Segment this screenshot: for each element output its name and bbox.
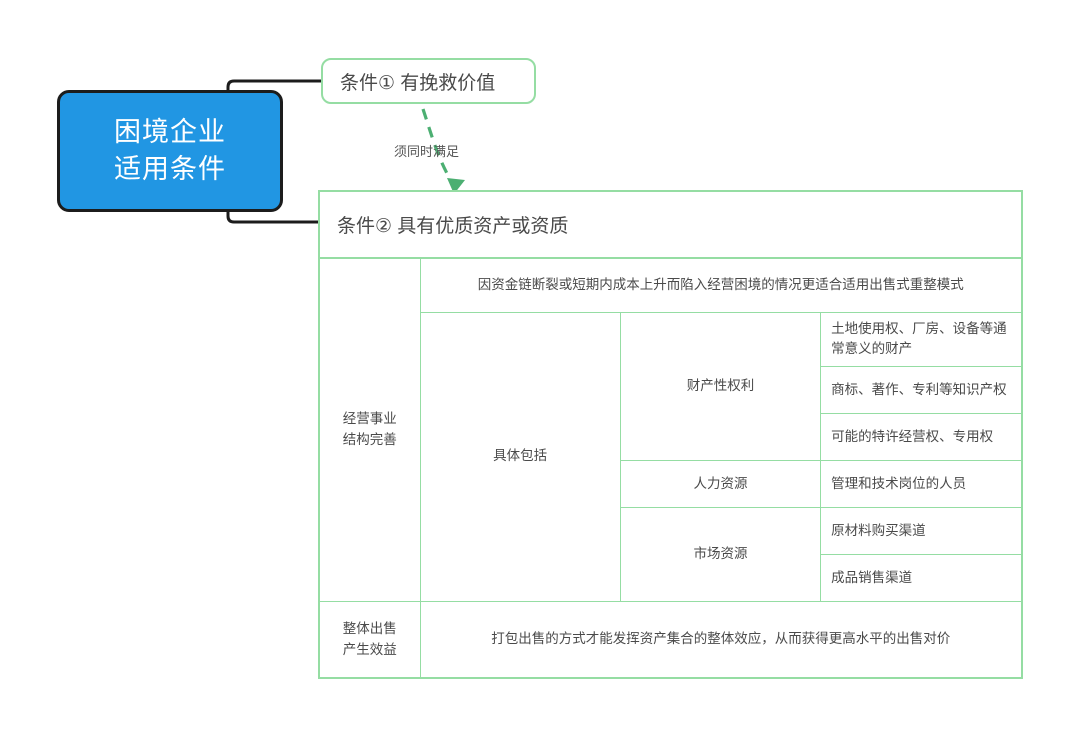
table-row: 成品销售渠道 xyxy=(320,554,1021,603)
condition2-header-label: 条件② 具有优质资产或资质 xyxy=(337,216,569,237)
category-item: 成品销售渠道 xyxy=(820,554,1021,603)
table-row: 可能的特许经营权、专用权 xyxy=(320,413,1021,462)
category-item: 商标、著作、专利等知识产权 xyxy=(820,366,1021,415)
category-item: 土地使用权、厂房、设备等通常意义的财产 xyxy=(820,311,1021,368)
category-item: 可能的特许经营权、专用权 xyxy=(820,413,1021,462)
group1-summary-cell: 因资金链断裂或短期内成本上升而陷入经营困境的情况更适合适用出售式重整模式 xyxy=(419,259,1021,313)
table-row: 人力资源 管理和技术岗位的人员 xyxy=(320,460,1021,509)
root-node-line-2: 适用条件 xyxy=(114,154,226,184)
connector-to-condition1 xyxy=(226,79,323,92)
group1-label-line-1: 经营事业 xyxy=(342,411,397,427)
condition2-block: 条件② 具有优质资产或资质 经营事业 结构完善 因资金链断裂或短期内成本上升而陷… xyxy=(318,190,1023,679)
table-row: 商标、著作、专利等知识产权 xyxy=(320,366,1021,415)
group1-label-cell: 经营事业 结构完善 xyxy=(320,259,421,603)
table-row: 整体出售 产生效益 打包出售的方式才能发挥资产集合的整体效应，从而获得更高水平的… xyxy=(320,601,1021,677)
category-label-property-rights: 财产性权利 xyxy=(619,311,822,462)
condition1-box[interactable]: 条件① 有挽救价值 xyxy=(321,58,536,104)
condition1-label: 条件① 有挽救价值 xyxy=(340,72,496,94)
root-node-line-1: 困境企业 xyxy=(114,116,226,147)
group1-detail-label-cell: 具体包括 xyxy=(420,311,621,603)
condition2-header[interactable]: 条件② 具有优质资产或资质 xyxy=(320,192,1021,259)
root-node[interactable]: 困境企业 适用条件 xyxy=(57,90,283,212)
table-row: 经营事业 结构完善 因资金链断裂或短期内成本上升而陷入经营困境的情况更适合适用出… xyxy=(320,259,1021,603)
category-item: 管理和技术岗位的人员 xyxy=(820,460,1021,509)
group2-label-line-2: 产生效益 xyxy=(342,641,397,657)
category-label-market-resources: 市场资源 xyxy=(620,507,822,603)
category-item: 原材料购买渠道 xyxy=(820,507,1021,556)
condition2-matrix: 经营事业 结构完善 因资金链断裂或短期内成本上升而陷入经营困境的情况更适合适用出… xyxy=(320,259,1021,677)
table-row: 具体包括 财产性权利 土地使用权、厂房、设备等通常意义的财产 xyxy=(320,311,1021,603)
connector-note-label: 须同时满足 xyxy=(394,144,460,159)
group1-label-line-2: 结构完善 xyxy=(342,432,397,448)
connector-to-condition2 xyxy=(226,210,320,224)
group2-label-cell: 整体出售 产生效益 xyxy=(320,601,421,677)
group2-label-line-1: 整体出售 xyxy=(342,620,397,636)
group2-content-cell: 打包出售的方式才能发挥资产集合的整体效应，从而获得更高水平的出售对价 xyxy=(419,601,1021,677)
table-row: 市场资源 原材料购买渠道 xyxy=(320,507,1021,603)
category-label-human-resources: 人力资源 xyxy=(620,460,822,509)
